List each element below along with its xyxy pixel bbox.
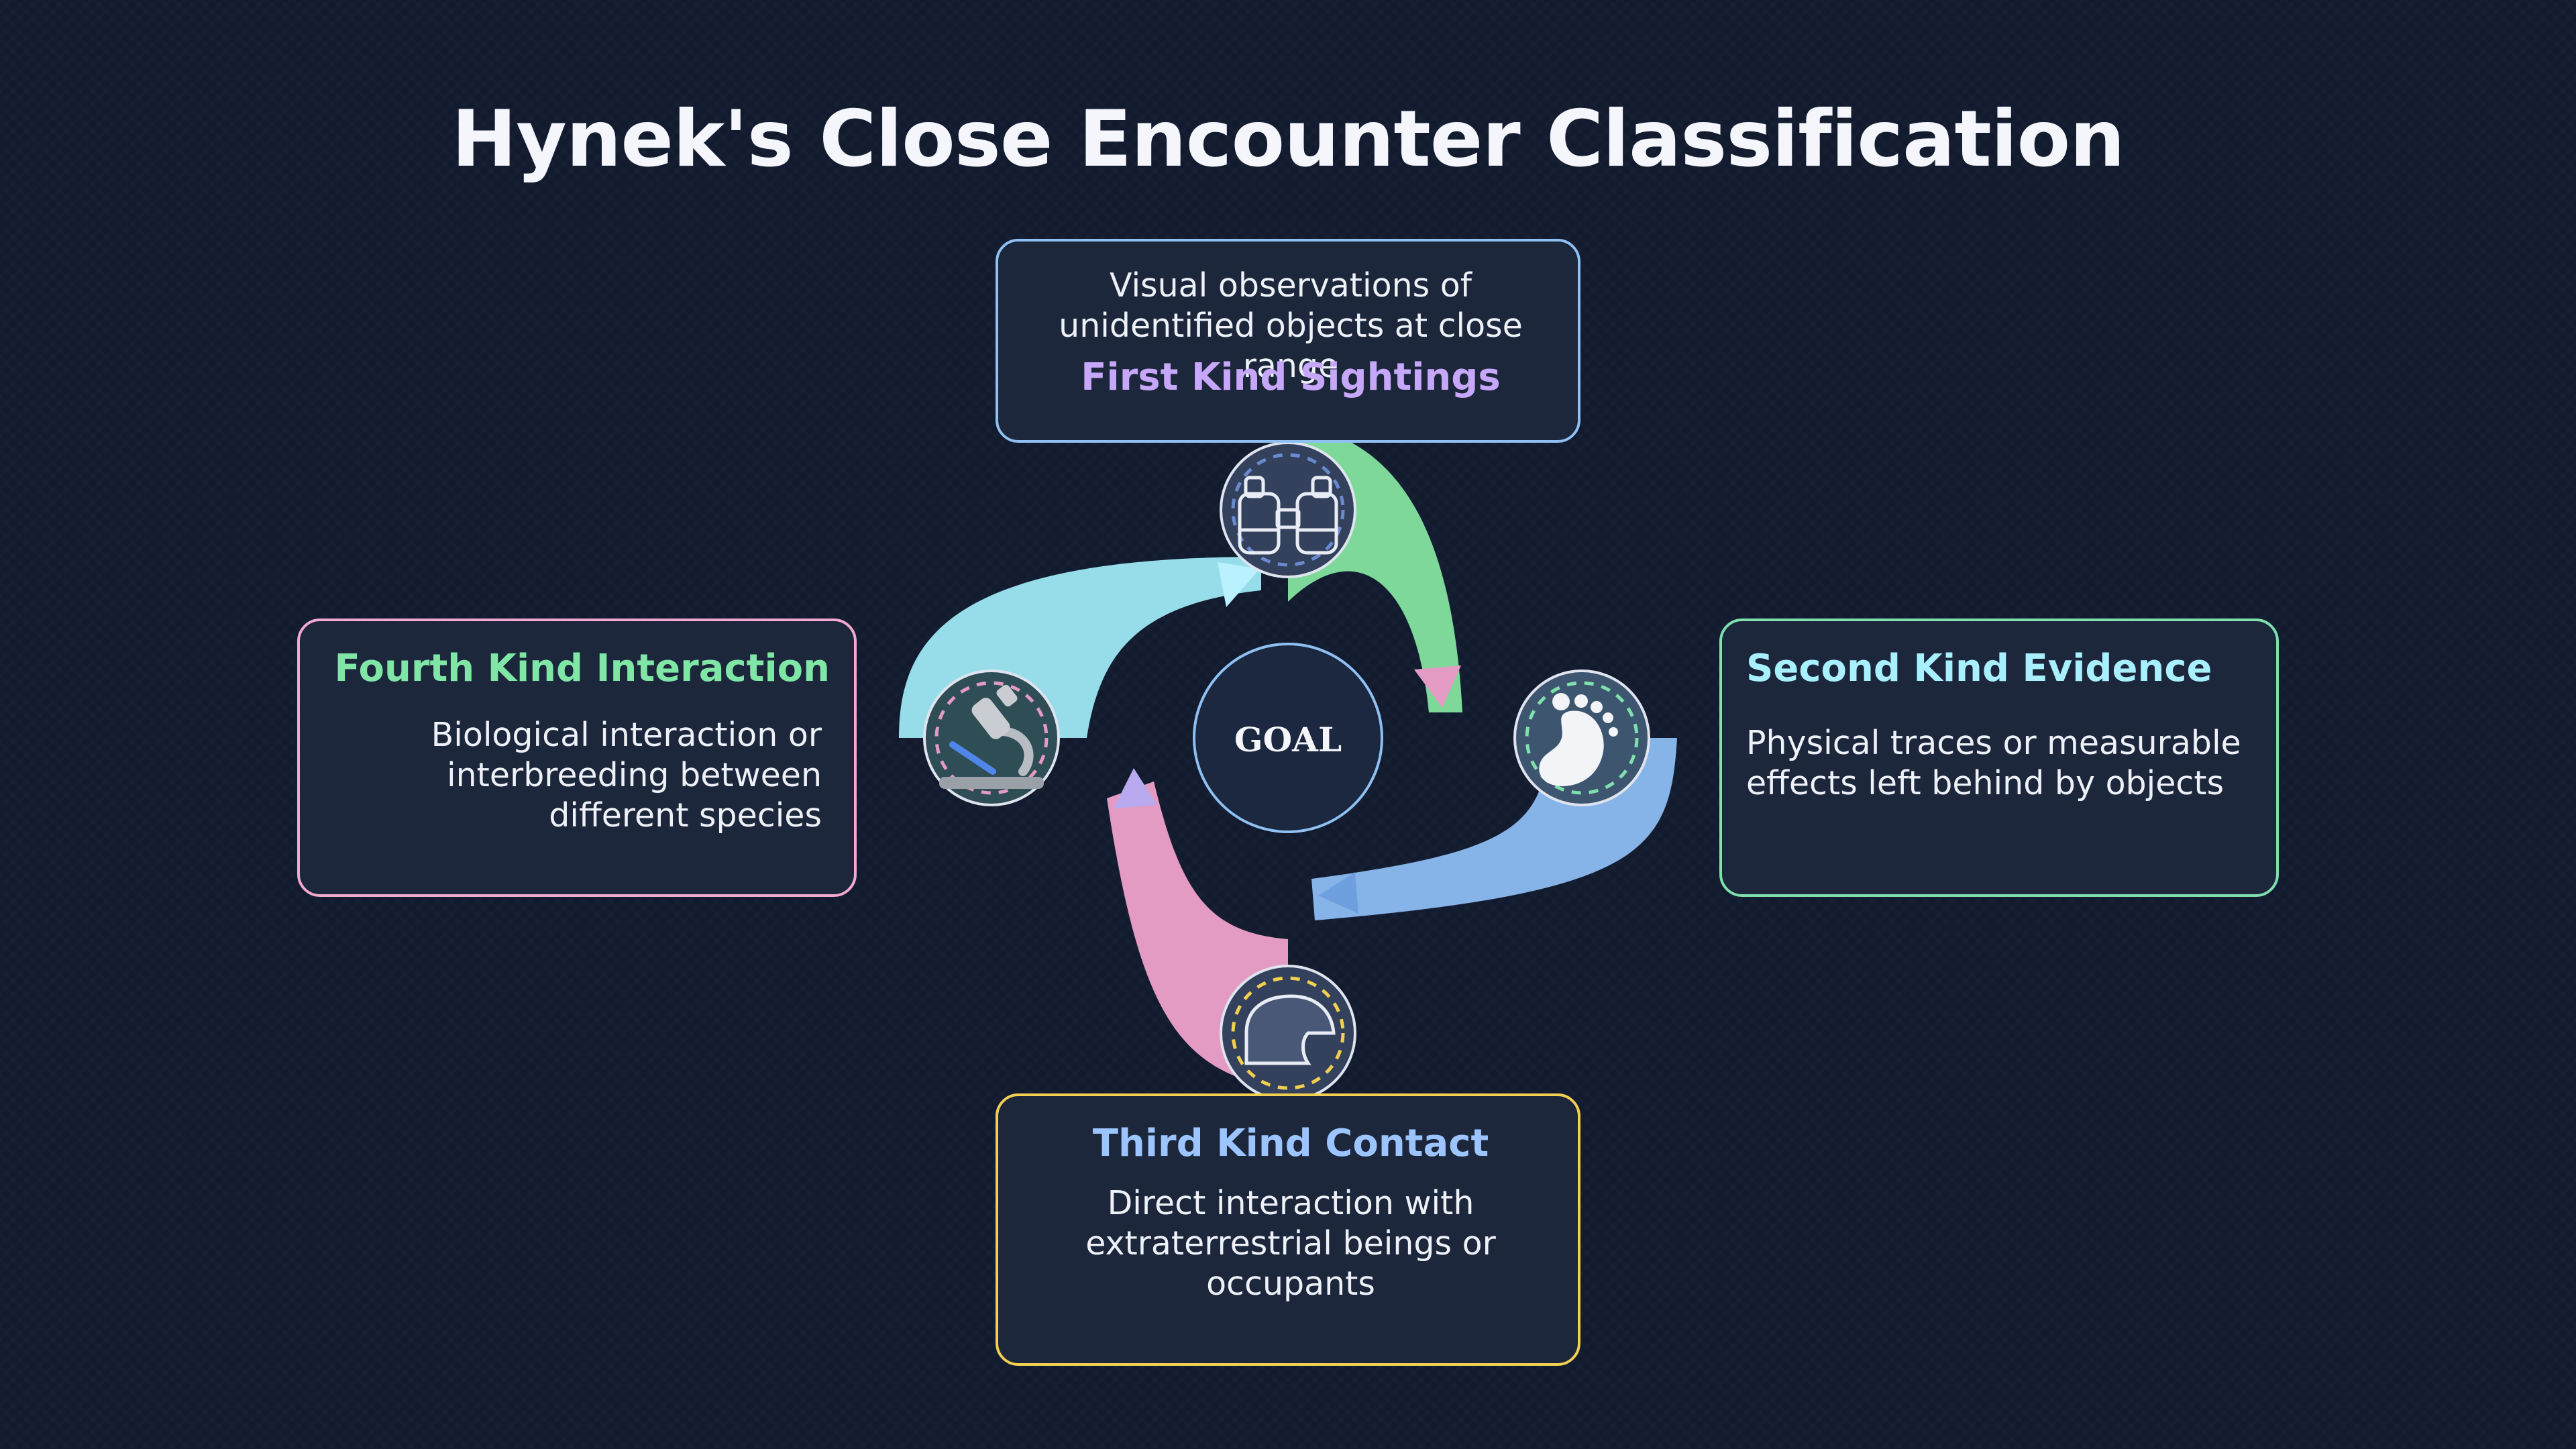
arrow-first-to-second (1414, 665, 1461, 708)
stage-card-third-kind: Third Kind Contact Direct interaction wi… (996, 1093, 1580, 1366)
microscope-icon (923, 669, 1060, 806)
footprint-icon (1513, 669, 1650, 806)
stage-heading: Second Kind Evidence (1746, 647, 2212, 690)
stage-description: Physical traces or measurable effects le… (1746, 724, 2241, 802)
stage-heading: Fourth Kind Interaction (334, 647, 830, 690)
arrow-third-to-fourth (1114, 768, 1157, 808)
helmet-icon (1220, 965, 1356, 1102)
stage-description: Direct interaction with extraterrestrial… (1085, 1184, 1496, 1303)
stage-heading: Third Kind Contact (1092, 1122, 1489, 1165)
stage-card-first-kind: Visual observations of unidentified obje… (996, 239, 1580, 443)
stage-card-second-kind: Second Kind Evidence Physical traces or … (1719, 619, 2279, 897)
stage-heading: First Kind Sightings (1081, 356, 1501, 399)
arrow-second-to-third (1318, 872, 1358, 914)
arrow-fourth-to-first (1218, 562, 1260, 607)
page-title: Hynek's Close Encounter Classification (451, 94, 2125, 184)
binoculars-icon (1220, 441, 1356, 578)
goal-label: GOAL (1234, 720, 1342, 759)
stage-card-fourth-kind: Fourth Kind Interaction Biological inter… (297, 619, 857, 897)
stage-description: Visual observations of unidentified obje… (1059, 266, 1523, 385)
goal-circle (1193, 643, 1383, 833)
stage-description: Biological interaction or interbreeding … (431, 716, 822, 835)
